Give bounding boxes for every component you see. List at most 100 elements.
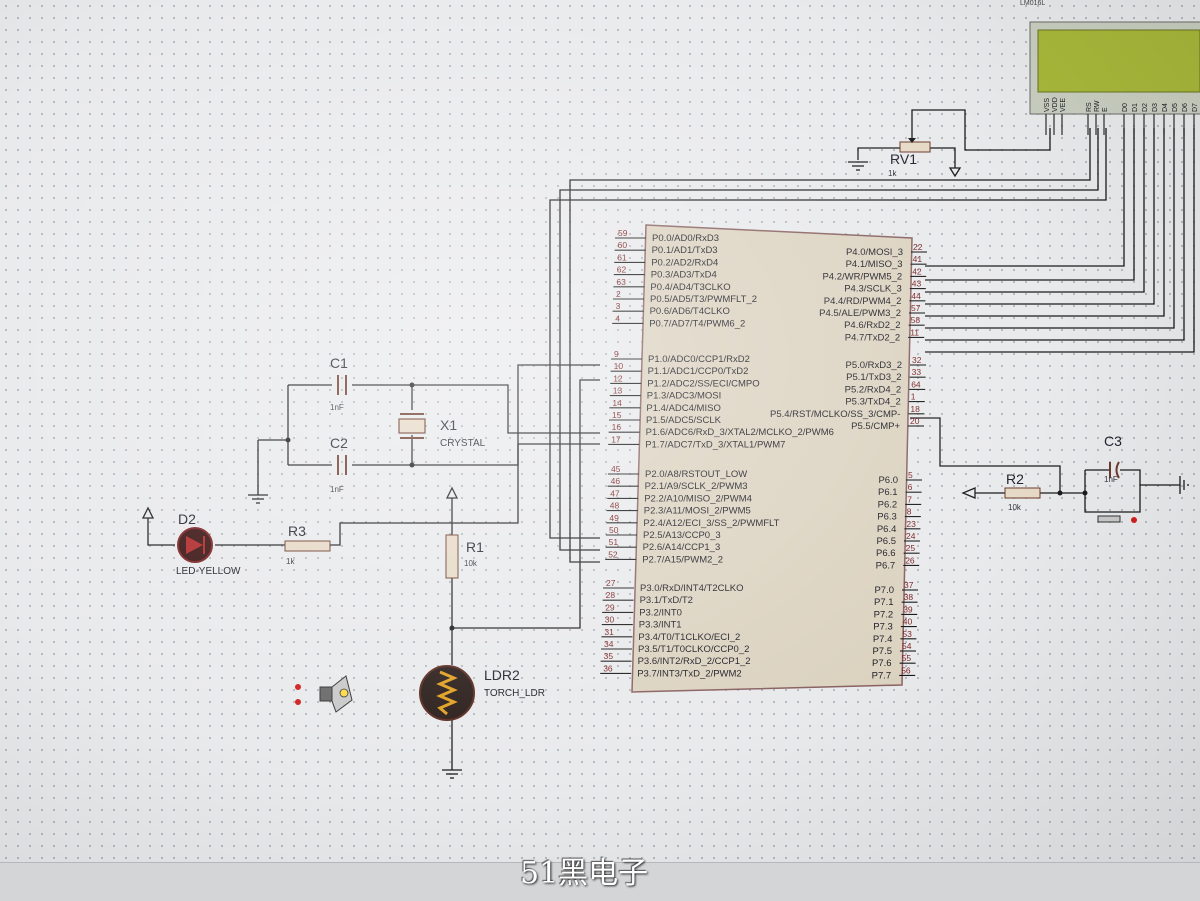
c1-name: C1: [330, 355, 348, 371]
mcu-pin-label: P2.7/A15/PWM2_2: [642, 554, 723, 565]
mcu-pin-number: 48: [610, 501, 620, 511]
resistor-r2[interactable]: R2 10k: [1004, 471, 1041, 512]
mcu-pin-number: 59: [618, 228, 628, 238]
mcu-pin-label: P3.7/INT3/TxD_2/PWM2: [637, 668, 742, 679]
mcu-pin-label: P4.2/WR/PWM5_2: [822, 271, 902, 282]
mcu-pin-number: 38: [904, 592, 914, 602]
lcd-screen: [1037, 29, 1200, 93]
mcu-pin-number: 42: [912, 266, 922, 276]
speaker[interactable]: [295, 675, 353, 713]
mcu-pin-label: P0.6/AD6/T4CLKO: [650, 306, 730, 317]
mcu-pin-label: P7.2: [874, 609, 894, 620]
mcu-pin-number: 4: [615, 313, 620, 323]
c3-name: C3: [1104, 433, 1122, 449]
mcu-pin-label: P3.6/INT2/RxD_2/CCP1_2: [638, 656, 751, 667]
status-bar: [0, 862, 1200, 901]
mcu-pin-number: 13: [613, 386, 623, 396]
mcu-pin-label: P3.3/INT1: [639, 620, 682, 631]
d2-value: LED-YELLOW: [176, 566, 241, 577]
resistor-r1[interactable]: R1 10k: [445, 534, 484, 579]
c2-name: C2: [330, 435, 348, 451]
ldr-ldr2[interactable]: LDR2 TORCH_LDR: [419, 665, 545, 721]
mcu-pin-label: P4.6/RxD2_2: [844, 320, 901, 331]
mcu-pin-number: 23: [906, 519, 916, 529]
mcu-pin-label: P2.6/A14/CCP1_3: [643, 542, 721, 553]
mcu-pin-label: P6.0: [878, 475, 898, 486]
lcd-pin-label: D4: [1162, 103, 1169, 112]
capacitor-c2[interactable]: C2 1nF: [330, 435, 348, 494]
mcu-pin-number: 1: [911, 392, 916, 402]
mcu-pin-number: 5: [908, 470, 913, 480]
mcu-pin-label: P6.3: [877, 512, 897, 523]
mcu-pin-label: P3.5/T1/T0CLKO/CCP0_2: [638, 644, 749, 655]
r3-value: 1k: [286, 557, 295, 566]
mcu-pin-label: P6.1: [878, 487, 898, 498]
mcu-pin-number: 40: [903, 617, 913, 627]
mcu-pin-number: 15: [612, 410, 622, 420]
mcu-pin-label: P4.0/MOSI_3: [846, 247, 903, 258]
mcu-pin-label: P4.4/RD/PWM4_2: [824, 296, 902, 307]
mcu-pin-number: 27: [606, 578, 616, 588]
mcu-pin-number: 29: [605, 602, 615, 612]
x1-name: X1: [440, 417, 457, 433]
crystal-x1[interactable]: X1 CRYSTAL: [398, 413, 486, 449]
c1-value: 1nF: [330, 403, 344, 412]
mcu-pin-label: P6.6: [876, 548, 896, 559]
mcu-pin-label: P1.7/ADC7/TxD_3/XTAL1/PWM7: [645, 439, 785, 450]
mcu-pin-label: P5.4/RST/MCLKO/SS_3/CMP-: [770, 409, 900, 420]
r2-value: 10k: [1008, 503, 1022, 512]
mcu-pin-label: P0.5/AD5/T3/PWMFLT_2: [650, 294, 757, 305]
mcu-pin-number: 16: [612, 422, 622, 432]
watermark: 51黑电子: [520, 856, 649, 891]
mcu-pin-label: P7.3: [873, 622, 893, 633]
mcu-pin-number: 45: [611, 464, 621, 474]
capacitor-c1[interactable]: C1 1nF: [330, 355, 348, 412]
mcu-pin-number: 55: [902, 653, 912, 663]
mcu-pin-number: 61: [617, 252, 627, 262]
mcu-pin-number: 56: [901, 665, 911, 675]
mcu-pin-label: P6.7: [876, 560, 896, 571]
mcu-pin-number: 35: [604, 651, 614, 661]
lcd-pin-label: D0: [1122, 103, 1129, 112]
potentiometer-rv1[interactable]: RV1 1k: [888, 138, 931, 178]
resistor-r3[interactable]: R3 1k: [284, 523, 331, 566]
mcu-pin-number: 50: [609, 525, 619, 535]
mcu-pin-number: 63: [616, 277, 626, 287]
mcu-pin-label: P7.0: [874, 585, 894, 596]
mcu-pin-number: 30: [605, 615, 615, 625]
r1-name: R1: [466, 539, 484, 555]
lcd-title: LM016L: [1020, 0, 1046, 7]
lcd-module[interactable]: [1029, 21, 1200, 115]
mcu-pin-label: P2.0/A8/RSTOUT_LOW: [645, 469, 747, 480]
reset-button[interactable]: [1097, 515, 1137, 523]
lcd-pin-label: VDD: [1052, 97, 1059, 112]
led-d2[interactable]: D2 LED-YELLOW: [176, 511, 241, 577]
mcu-pin-number: 24: [906, 531, 916, 541]
mcu-pin-number: 53: [902, 629, 912, 639]
mcu-pin-number: 44: [911, 291, 921, 301]
rv1-value: 1k: [888, 169, 897, 178]
mcu-pin-label: P4.1/MISO_3: [846, 259, 903, 270]
d2-name: D2: [178, 511, 196, 527]
wires: [147, 109, 1195, 770]
mcu-pin-number: 36: [603, 663, 613, 673]
ldr2-name: LDR2: [484, 667, 520, 683]
mcu-pin-number: 6: [908, 482, 913, 492]
junctions: [285, 382, 1088, 631]
lcd-pin-label: RW: [1094, 100, 1101, 112]
mcu-pin-label: P0.3/AD3/TxD4: [651, 270, 717, 281]
mcu-pin-label: P7.4: [873, 634, 893, 645]
mcu-chip[interactable]: [631, 224, 913, 693]
mcu-pin-number: 14: [612, 398, 622, 408]
mcu-pin-label: P1.1/ADC1/CCP0/TxD2: [648, 366, 749, 377]
mcu-pin-number: 17: [611, 434, 621, 444]
capacitor-c3[interactable]: C3 1nF: [1104, 433, 1122, 484]
mcu-pin-label: P1.2/ADC2/SS/ECI/CMPO: [647, 378, 759, 389]
mcu-pin-number: 18: [910, 404, 920, 414]
mcu-pin-label: P0.7/AD7/T4/PWM6_2: [649, 318, 745, 329]
lcd-pin-label: D7: [1192, 103, 1199, 112]
mcu-pin-number: 12: [613, 373, 623, 383]
mcu-pin-label: P7.6: [872, 658, 892, 669]
mcu-pin-number: 60: [618, 240, 628, 250]
mcu-right-pins: 22P4.0/MOSI_341P4.1/MISO_342P4.2/WR/PWM5…: [770, 242, 927, 681]
